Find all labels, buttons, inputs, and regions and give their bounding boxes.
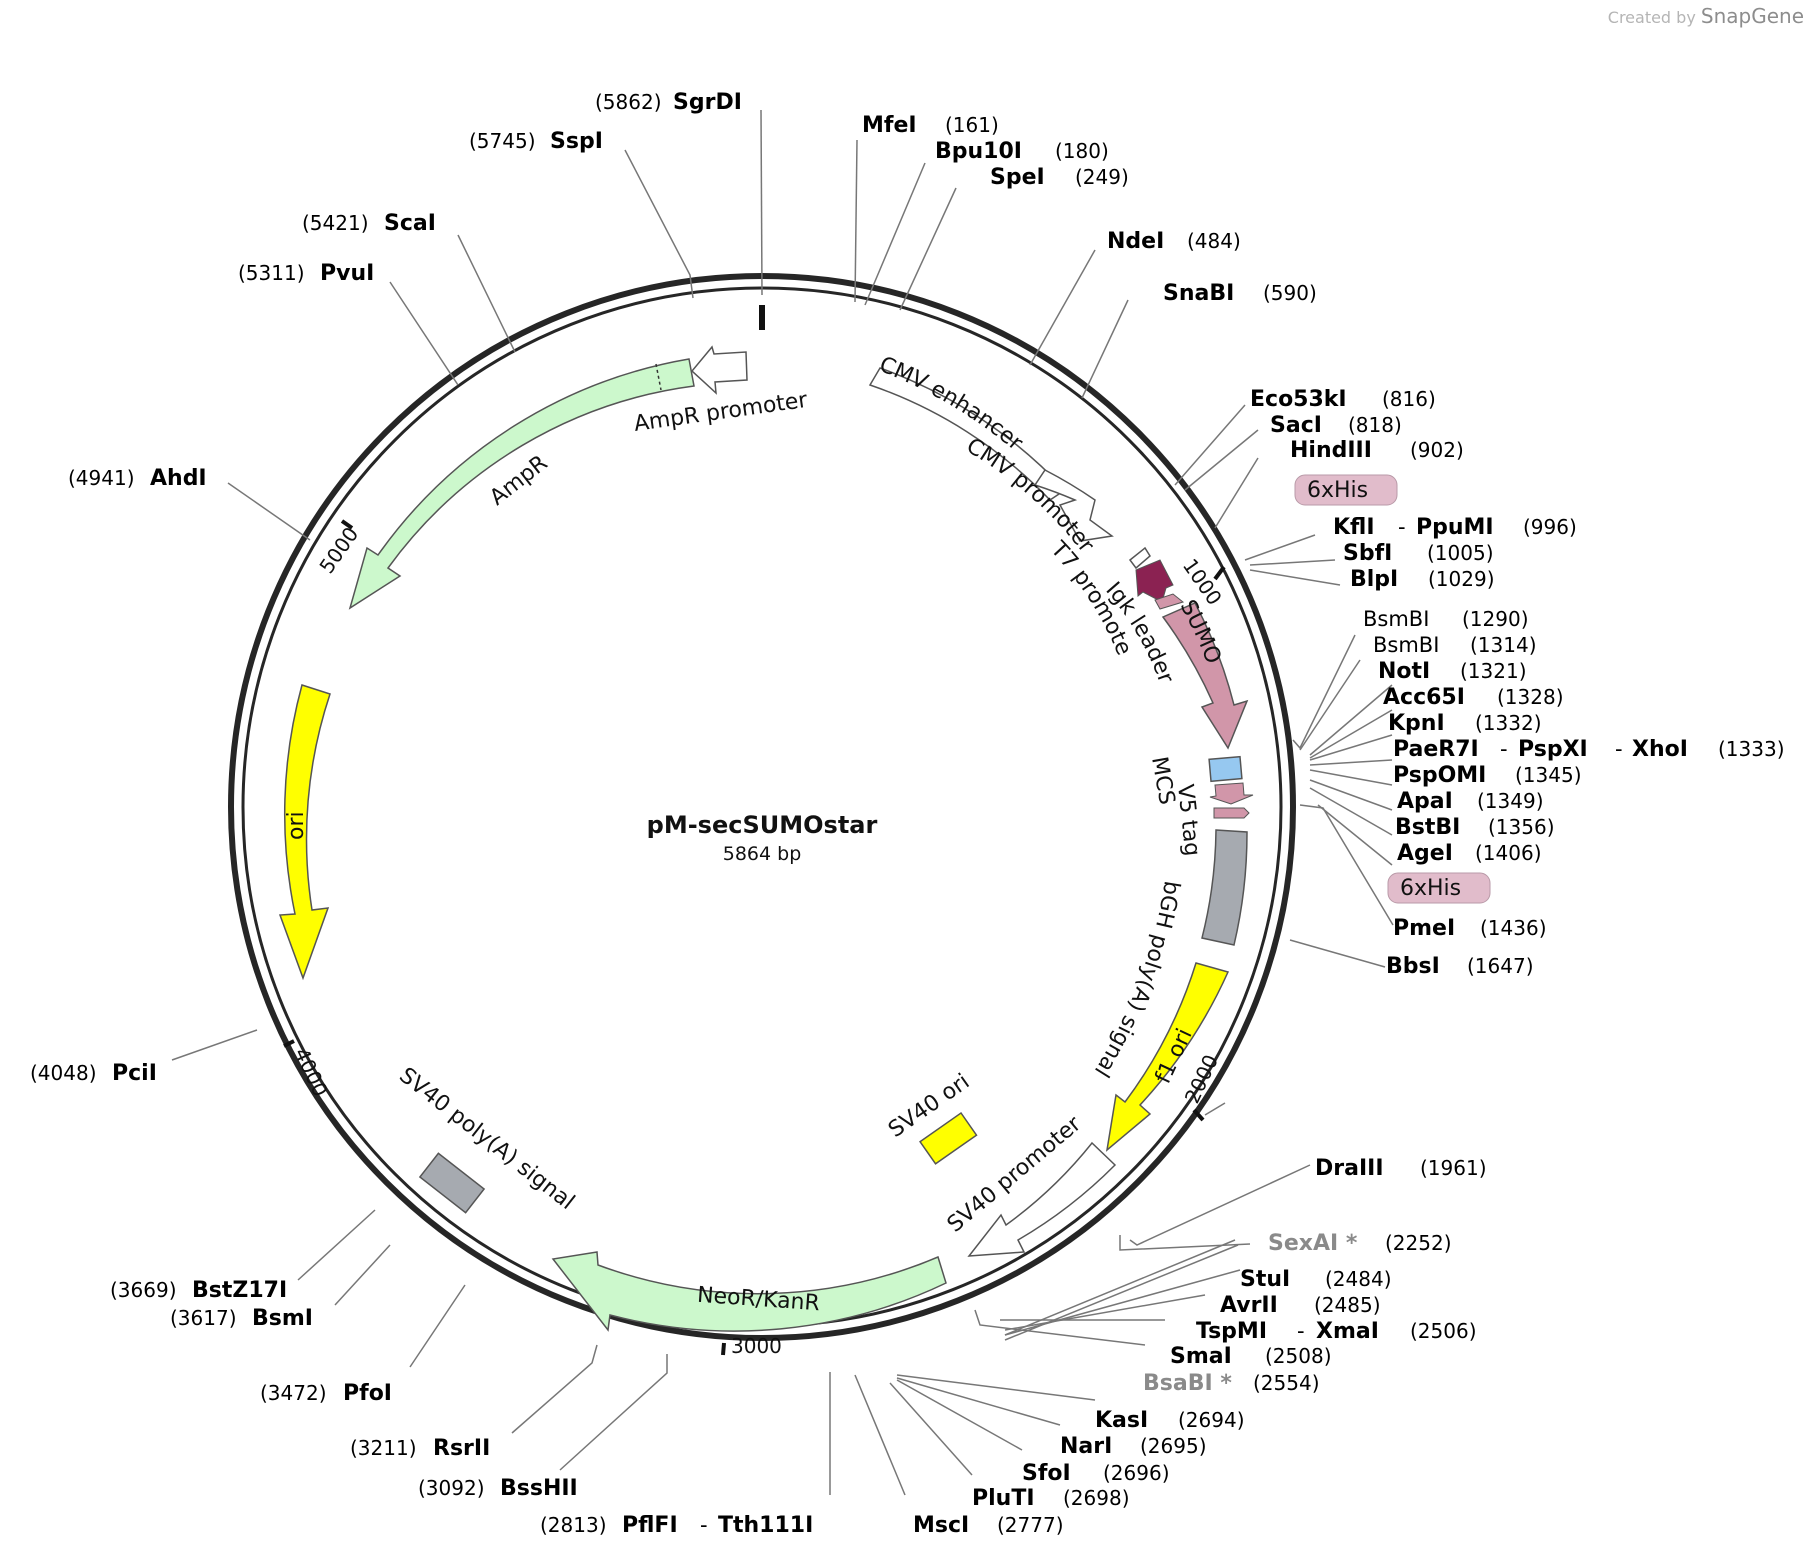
site-leader-lines xyxy=(171,109,1394,1496)
site-bsmbi-1: BsmBI(1290) xyxy=(1363,607,1529,631)
svg-text:6xHis: 6xHis xyxy=(1307,478,1368,503)
watermark-brand: SnapGene xyxy=(1700,4,1804,28)
label-cmv-enhancer: CMV enhancer xyxy=(876,352,1028,456)
igk-leader-arrow xyxy=(1135,559,1174,603)
site-hindiii: HindIII(902) xyxy=(1290,438,1464,463)
site-bstz17i: (3669)BstZ17I xyxy=(110,1278,287,1303)
site-noti: NotI(1321) xyxy=(1378,659,1527,684)
his-tag-arrow xyxy=(1213,807,1250,819)
site-agei: AgeI(1406) xyxy=(1397,841,1542,866)
ori-arrow xyxy=(278,684,331,981)
site-sbfi: SbfI(1005) xyxy=(1343,541,1494,566)
plasmid-length: 5864 bp xyxy=(723,843,802,865)
ampr-promoter-arrow xyxy=(690,345,748,395)
site-tspmi: TspMI-XmaI(2506) xyxy=(1196,1319,1477,1344)
sv40-polya-box xyxy=(418,1152,486,1214)
site-acc65i: Acc65I(1328) xyxy=(1383,685,1564,710)
site-bsmbi-2: BsmBI(1314) xyxy=(1373,633,1537,657)
site-pmei: PmeI(1436) xyxy=(1393,916,1547,941)
site-pspomi: PspOMI(1345) xyxy=(1393,763,1582,788)
sumo-arrow xyxy=(1161,602,1249,750)
site-pflfi: (2813)PflFI-Tth111I xyxy=(540,1513,813,1538)
site-kfli: KflI-PpuMI(996) xyxy=(1333,515,1577,540)
site-ahdi: (4941)AhdI xyxy=(68,466,207,491)
tick-1000 xyxy=(1213,565,1226,581)
igk-small-arrow xyxy=(1154,593,1185,610)
tick-label-3000: 3000 xyxy=(731,1334,782,1358)
site-spei: SpeI(249) xyxy=(990,165,1129,190)
site-rsrii: (3211)RsrII xyxy=(350,1436,490,1461)
site-mfei: MfeI(161) xyxy=(862,113,999,138)
tick-4000 xyxy=(283,1039,295,1048)
site-blpi: BlpI(1029) xyxy=(1350,567,1495,592)
backbone xyxy=(228,273,1296,1341)
site-pfoi: (3472)PfoI xyxy=(260,1381,392,1406)
mcs-box xyxy=(1208,755,1243,783)
site-apai: ApaI(1349) xyxy=(1397,789,1544,814)
his-tag-label-1: 6xHis xyxy=(1294,474,1398,506)
site-bbsi: BbsI(1647) xyxy=(1386,954,1534,979)
site-pluti: PluTI(2698) xyxy=(972,1486,1130,1511)
v5-tag-arrow xyxy=(1209,782,1254,805)
site-ndei: NdeI(484) xyxy=(1107,229,1241,254)
site-pcii: (4048)PciI xyxy=(30,1061,157,1086)
site-sexai: SexAI *(2252) xyxy=(1268,1231,1452,1256)
site-sspi: (5745)SspI xyxy=(469,129,603,154)
label-v5-tag: V5 tag xyxy=(1172,783,1204,857)
label-ori: ori xyxy=(284,811,309,840)
plasmid-name: pM-secSUMOstar xyxy=(647,811,878,839)
watermark-created-by: Created by xyxy=(1607,8,1696,27)
site-pvui: (5311)PvuI xyxy=(238,261,374,286)
site-bsmi: (3617)BsmI xyxy=(170,1306,313,1331)
site-paer7i: PaeR7I-PspXI-XhoI(1333) xyxy=(1393,737,1785,762)
site-nari: NarI(2695) xyxy=(1060,1434,1207,1459)
site-stui: StuI(2484) xyxy=(1240,1267,1392,1292)
tick-marks: 1000 2000 3000 4000 5000 xyxy=(283,519,1227,1358)
site-bsshii: (3092)BssHII xyxy=(418,1476,578,1501)
site-scai: (5421)ScaI xyxy=(302,211,436,236)
site-msci: MscI(2777) xyxy=(913,1513,1064,1538)
t7-promoter-arrow xyxy=(1128,546,1151,570)
cmv-promoter-arrow xyxy=(1033,469,1114,542)
site-draiii: DraIII(1961) xyxy=(1315,1156,1487,1181)
tick-label-4000: 4000 xyxy=(289,1044,332,1100)
site-kpni: KpnI(1332) xyxy=(1388,711,1542,736)
site-sfoi: SfoI(2696) xyxy=(1022,1461,1170,1486)
tick-5000 xyxy=(340,519,354,530)
site-saci: SacI(818) xyxy=(1270,413,1402,438)
sv40-promoter-arrow xyxy=(967,1141,1117,1257)
cmv-enhancer-arrow xyxy=(868,367,1067,501)
site-kasi: KasI(2694) xyxy=(1095,1408,1245,1433)
site-snabi: SnaBI(590) xyxy=(1163,281,1317,306)
svg-text:6xHis: 6xHis xyxy=(1400,876,1461,901)
site-sgrdi: (5862)SgrDI xyxy=(595,90,742,115)
site-bstbi: BstBI(1356) xyxy=(1395,815,1555,840)
ampr-dashed-mark xyxy=(655,363,662,391)
sv40-ori-box xyxy=(919,1111,978,1165)
tick-3000 xyxy=(721,1342,726,1356)
label-sv40-polya: SV40 poly(A) signal xyxy=(394,1063,579,1215)
site-avrii: AvrII(2485) xyxy=(1220,1293,1381,1318)
site-smai: SmaI(2508) xyxy=(1170,1344,1332,1369)
neor-kanr-arrow xyxy=(551,1251,947,1332)
site-bsabi: BsaBI *(2554) xyxy=(1143,1371,1320,1396)
site-bpu10i: Bpu10I(180) xyxy=(935,139,1109,164)
his-tag-label-2: 6xHis xyxy=(1387,872,1491,904)
site-eco53ki: Eco53kI(816) xyxy=(1250,387,1436,412)
bgh-polya-box xyxy=(1201,829,1248,946)
snapgene-watermark: Created by SnapGene xyxy=(1608,4,1804,28)
tick-2000 xyxy=(1192,1108,1205,1122)
f1-ori-arrow xyxy=(1105,962,1230,1152)
label-ampr-promoter: AmpR promoter xyxy=(632,388,810,437)
